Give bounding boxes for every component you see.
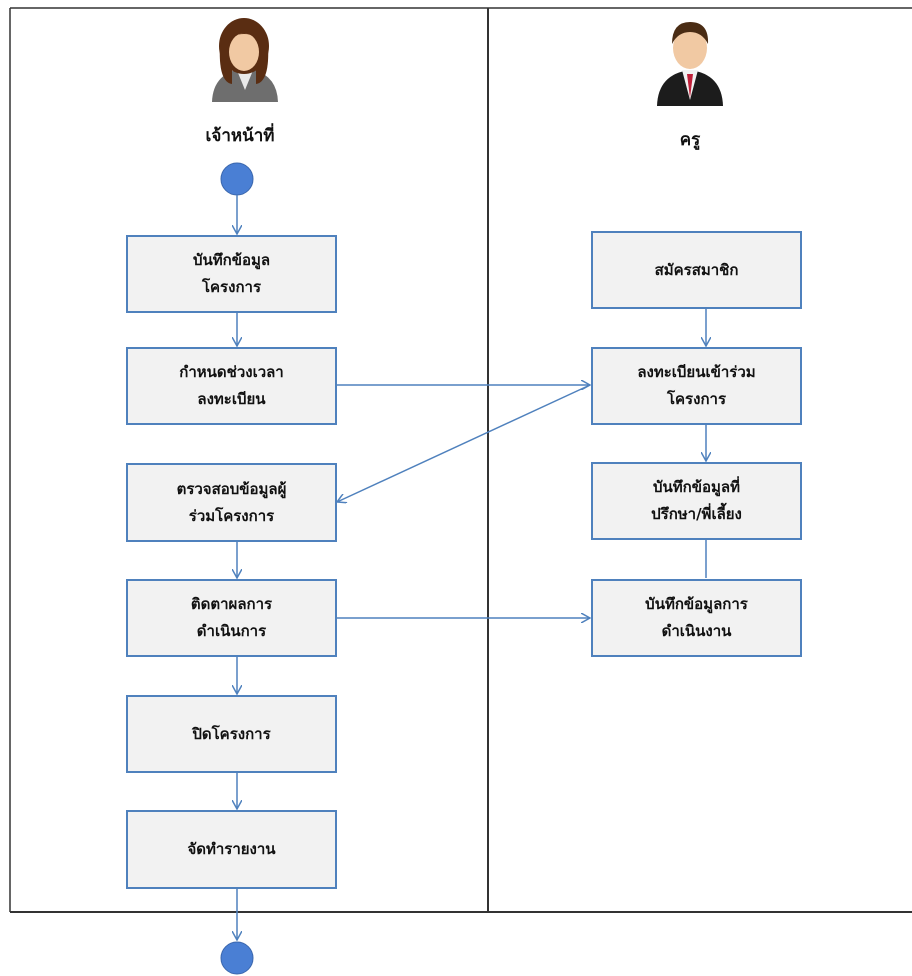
activity-register-join: ลงทะเบียนเข้าร่วม โครงการ	[591, 347, 802, 425]
arrow-register-to-verify	[337, 384, 591, 502]
activity-track-results: ติดตาผลการ ดำเนินการ	[126, 579, 337, 657]
activity-set-registration-period: กำหนดช่วงเวลา ลงทะเบียน	[126, 347, 337, 425]
activity-apply-member: สมัครสมาชิก	[591, 231, 802, 309]
activity-record-operation: บันทึกข้อมูลการ ดำเนินงาน	[591, 579, 802, 657]
end-node	[220, 941, 254, 975]
female-staff-avatar-icon	[212, 18, 278, 102]
activity-record-advisor: บันทึกข้อมูลที่ ปรึกษา/พี่เลี้ยง	[591, 462, 802, 540]
male-teacher-avatar-icon	[657, 22, 723, 106]
start-node	[220, 162, 254, 196]
activity-close-project: ปิดโครงการ	[126, 695, 337, 773]
activity-verify-participants: ตรวจสอบข้อมูลผู้ ร่วมโครงการ	[126, 463, 337, 542]
lane-title-staff: เจ้าหน้าที่	[205, 126, 275, 146]
lane-title-teacher: ครู	[679, 130, 701, 150]
activity-make-report: จัดทำรายงาน	[126, 810, 337, 889]
activity-record-project: บันทึกข้อมูล โครงการ	[126, 235, 337, 313]
